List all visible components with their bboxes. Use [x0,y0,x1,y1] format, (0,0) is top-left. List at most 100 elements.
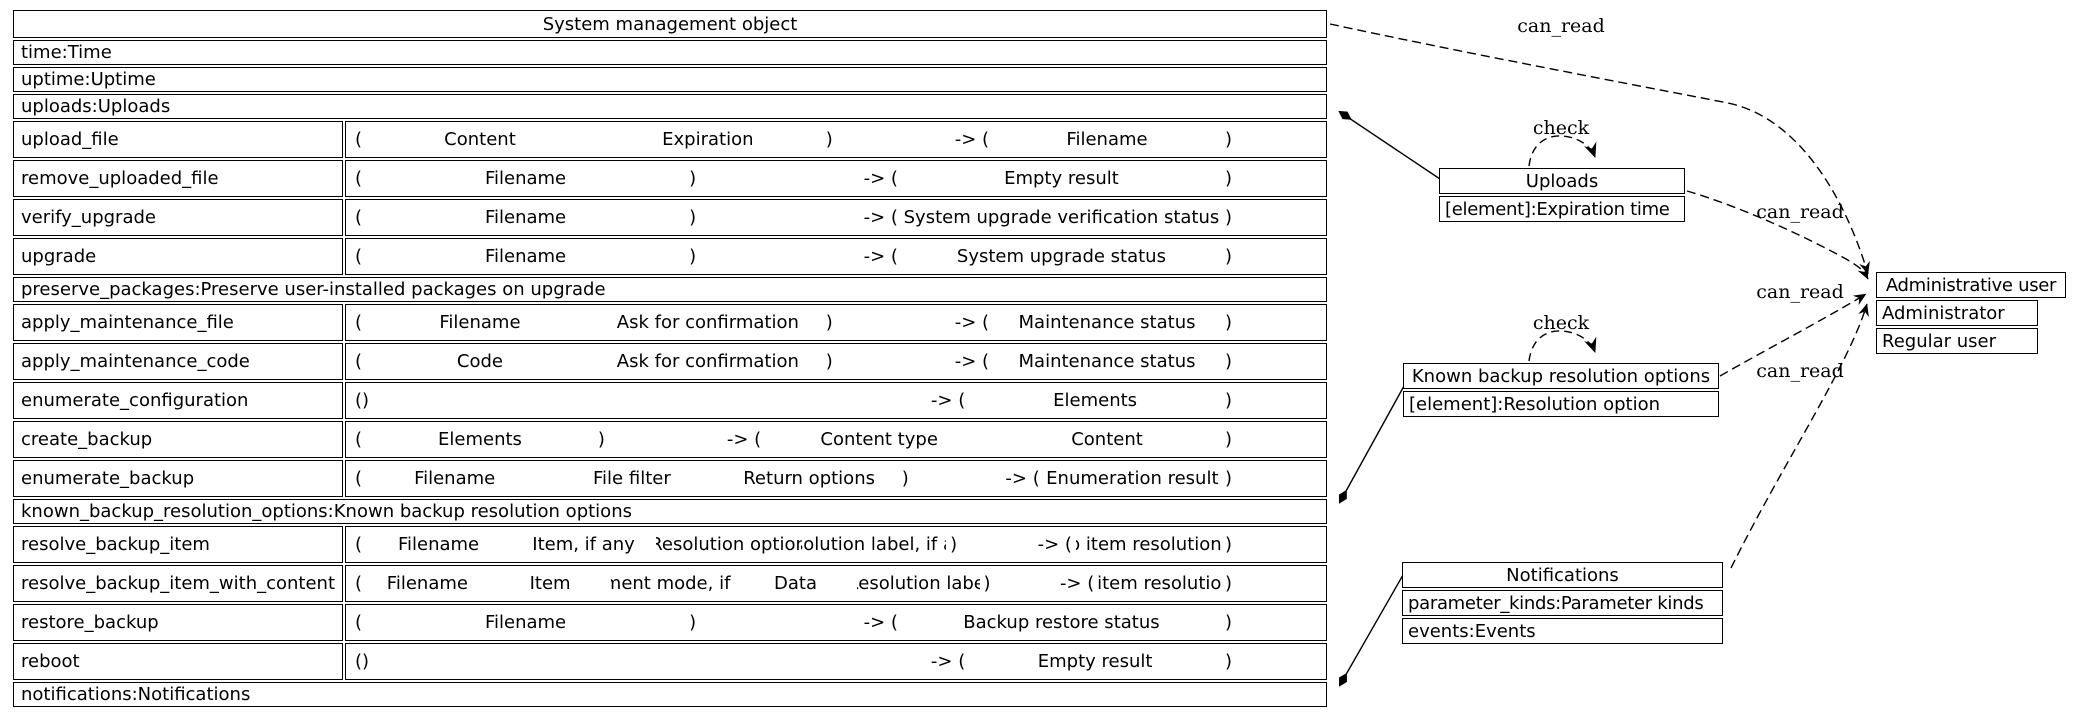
node-attr-row: Regular user [1876,328,2038,354]
table-attribute-row: known_backup_resolution_options:Known ba… [13,499,1327,524]
table-attribute-row: uploads:Uploads [13,94,1327,119]
edge-check-uploads [1528,135,1597,167]
method-result: Maintenance status [1018,351,1196,372]
table-attribute-row: uptime:Uptime [13,67,1327,92]
method-argument: Item, if any [532,534,635,555]
method-argument: Code [456,351,504,372]
edge-label-can-read-4: can_read [1756,360,1844,382]
method-name: enumerate_backup [13,460,343,497]
method-result: Filename [1066,129,1148,150]
method-argument: Filename [386,573,468,594]
table-method-row: reboot()-> (Empty result) [13,643,1327,680]
paren-close: ) [1224,351,1232,372]
method-result: Content [1071,429,1143,450]
paren-open: ( [355,312,363,333]
method-argument: Ask for confirmation [616,312,799,333]
table-method-row: restore_backup(Filename)-> (Backup resto… [13,604,1327,641]
paren-open: ( [355,168,363,189]
method-argument: Element mode, if any [611,573,734,594]
paren-open: ( [355,573,363,594]
paren-close: ) [689,612,697,633]
arrow-token: -> ( [863,612,898,633]
arrow-token: -> ( [930,390,966,411]
edge-label-check-2: check [1532,312,1590,334]
method-name: upgrade [13,238,343,275]
arrow-token: -> ( [726,429,762,450]
arrow-token: -> ( [863,168,898,189]
node-attr-row: [element]:Expiration time [1439,196,1685,222]
method-signature: ()-> (Elements) [345,382,1327,419]
edge-label-can-read-3: can_read [1756,281,1844,303]
method-name: restore_backup [13,604,343,641]
method-result: Enumeration result [1046,468,1219,489]
paren-close: ) [689,207,697,228]
edge-label-can-read-1: can_read [1517,15,1605,37]
method-signature: (Filename)-> (System upgrade status) [345,238,1327,275]
edge-label-check-1: check [1532,117,1590,139]
paren-close: ) [689,168,697,189]
method-signature: ()-> (Empty result) [345,643,1327,680]
paren-open: ( [355,468,363,489]
edge-check-known-backup [1528,330,1597,362]
method-signature: (FilenameItemElement mode, if anyDataRes… [345,565,1327,602]
paren-open: ( [355,246,363,267]
method-name: enumerate_configuration [13,382,343,419]
arrow-token: -> ( [863,207,898,228]
paren-close: ) [950,534,958,555]
paren-open: ( [355,207,363,228]
paren-close: ) [1224,651,1232,672]
method-argument: Content [444,129,516,150]
node-attr-row: Administrator [1876,300,2038,326]
method-result: Content type [820,429,938,450]
paren-open: ( [355,129,363,150]
paren-close: ) [1224,429,1232,450]
edge-can-read-notifications [1730,303,1869,569]
node-title: Uploads [1439,168,1685,194]
method-argument: Filename [414,468,496,489]
paren-open: ( [355,612,363,633]
method-argument: Ask for confirmation [616,351,799,372]
method-signature: (Filename)-> (Empty result) [345,160,1327,197]
method-name: resolve_backup_item [13,526,343,563]
paren-close: ) [983,573,991,594]
paren-close: ) [825,312,833,333]
method-name: verify_upgrade [13,199,343,236]
paren-close: ) [1224,534,1232,555]
empty-parens: () [355,390,370,411]
method-argument: Elements [438,429,522,450]
method-argument: Filename [484,612,567,633]
node-title: Notifications [1402,562,1723,588]
method-name: create_backup [13,421,343,458]
method-name: remove_uploaded_file [13,160,343,197]
known-backup-resolution-options-node: Known backup resolution options [element… [1403,363,1719,419]
arrow-token: -> ( [863,246,898,267]
method-name: apply_maintenance_code [13,343,343,380]
method-result: Elements [1053,390,1138,411]
edge-can-read-smo [1329,23,1870,275]
node-title: System management object [13,10,1327,38]
method-result: System upgrade verification status [903,207,1220,228]
empty-parens: () [355,651,370,672]
method-signature: (Filename)-> (Backup restore status) [345,604,1327,641]
method-name: apply_maintenance_file [13,304,343,341]
edge-composition-notifications [1339,574,1404,687]
notifications-node: Notifications parameter_kinds:Parameter … [1402,562,1723,646]
node-title: Administrative user [1876,272,2066,298]
method-result: Empty result [1004,168,1119,189]
method-result: Backup item resolution status [1098,573,1221,594]
table-method-row: remove_uploaded_file(Filename)-> (Empty … [13,160,1327,197]
table-method-row: enumerate_configuration()-> (Elements) [13,382,1327,419]
method-result: System upgrade status [956,246,1166,267]
node-attr-row: parameter_kinds:Parameter kinds [1402,590,1723,616]
